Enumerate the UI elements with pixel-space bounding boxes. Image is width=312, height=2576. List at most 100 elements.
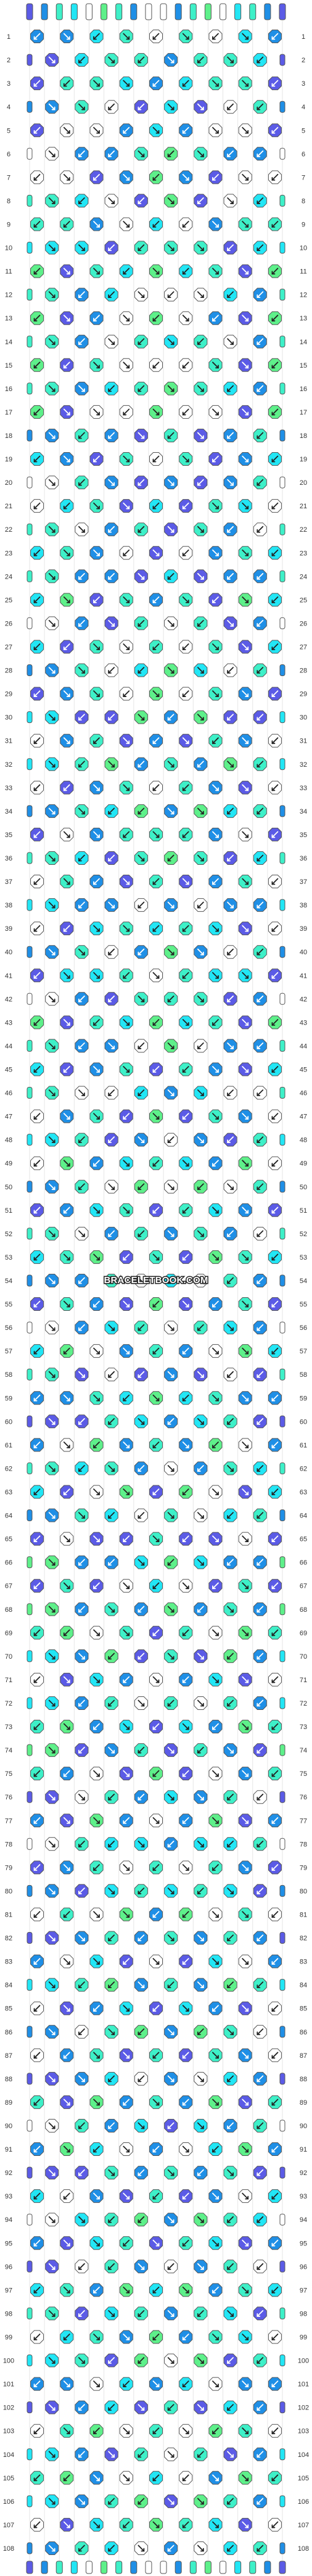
- knot-arrow-head: [126, 1914, 130, 1918]
- row-number: 37: [5, 878, 12, 886]
- knot-arrow: [182, 1488, 189, 1495]
- knot-arrow-head: [245, 928, 249, 932]
- knot-arrow-head: [182, 224, 186, 228]
- knot-arrow: [152, 1958, 160, 1965]
- knot-arrow: [242, 2380, 249, 2387]
- knot-arrow-head: [138, 2219, 142, 2223]
- knot-arrow: [152, 2334, 160, 2340]
- knot-arrow: [152, 33, 160, 40]
- knot-arrow: [33, 878, 41, 885]
- knot-arrow-head: [200, 670, 204, 674]
- knot-arrow: [271, 2005, 279, 2012]
- knot-arrow: [138, 2545, 145, 2552]
- knot-arrow-head: [257, 764, 261, 768]
- knot-arrow-head: [271, 176, 276, 181]
- knot-arrow: [108, 479, 115, 486]
- knot-arrow-head: [245, 505, 249, 510]
- knot-arrow: [242, 1488, 249, 1495]
- knot-arrow-head: [167, 1562, 171, 1566]
- knot-arrow-head: [96, 2524, 100, 2529]
- knot-arrow-head: [81, 106, 85, 110]
- knot-arrow: [138, 1981, 145, 1989]
- knot-arrow: [257, 1230, 264, 1237]
- knot-arrow-head: [33, 411, 38, 416]
- knot-arrow: [227, 150, 234, 157]
- row-number: 43: [300, 1019, 307, 1026]
- knot-arrow-head: [78, 2172, 82, 2176]
- knot-arrow: [108, 2404, 115, 2411]
- knot-arrow: [257, 103, 264, 110]
- knot-arrow: [93, 33, 100, 40]
- knot-arrow: [152, 596, 160, 603]
- knot-arrow: [242, 1676, 249, 1683]
- string-end: [160, 3, 167, 20]
- knot-arrow-head: [245, 1303, 249, 1308]
- knot-arrow: [138, 1042, 145, 1049]
- knot-arrow: [212, 1817, 219, 1824]
- knot-arrow-head: [197, 623, 201, 627]
- knot-arrow: [167, 103, 174, 110]
- knot-arrow-head: [230, 482, 234, 486]
- knot-arrow-head: [138, 1092, 142, 1096]
- row-number: 107: [3, 2522, 14, 2529]
- knot-arrow: [152, 2286, 160, 2293]
- knot-arrow: [227, 244, 234, 251]
- knot-arrow-head: [66, 130, 70, 134]
- knot-arrow-head: [155, 693, 160, 697]
- knot-arrow: [212, 80, 219, 87]
- knot-arrow: [197, 1277, 204, 1284]
- knot-arrow: [48, 526, 55, 533]
- string-end: [220, 2561, 227, 2574]
- knot-arrow-head: [155, 552, 160, 556]
- edge-knot: [279, 2026, 285, 2038]
- knot-arrow-head: [227, 811, 231, 815]
- knot-arrow: [123, 221, 130, 228]
- knot-arrow: [63, 2427, 70, 2435]
- knot-arrow: [271, 1018, 279, 1026]
- knot-arrow-head: [215, 975, 219, 979]
- knot-arrow-head: [33, 1726, 38, 1730]
- knot-arrow-head: [66, 1116, 70, 1120]
- knot-grid: [27, 30, 285, 2555]
- knot-arrow-head: [78, 998, 82, 1002]
- knot-arrow-head: [212, 2289, 216, 2293]
- knot-arrow: [242, 1535, 249, 1542]
- knot-arrow-head: [78, 1891, 82, 1894]
- knot-arrow-head: [155, 1397, 160, 1402]
- knot-arrow: [212, 2052, 219, 2059]
- knot-arrow: [152, 2192, 160, 2200]
- knot-arrow: [227, 620, 234, 627]
- knot-arrow-head: [200, 247, 204, 251]
- knot-arrow: [108, 2357, 115, 2364]
- knot-arrow: [167, 197, 174, 204]
- knot-arrow: [242, 2427, 249, 2435]
- knot-arrow: [242, 408, 249, 416]
- edge-knot: [27, 1321, 33, 1334]
- knot-arrow-head: [257, 294, 261, 299]
- knot-arrow: [108, 2216, 115, 2223]
- knot-arrow: [78, 291, 85, 299]
- row-number: 8: [302, 197, 305, 205]
- knot-arrow-head: [126, 365, 130, 369]
- knot-arrow-head: [170, 2360, 174, 2364]
- row-number: 43: [5, 1019, 12, 1026]
- knot-arrow-head: [271, 975, 276, 979]
- knot-arrow: [108, 2498, 115, 2505]
- knot-arrow: [197, 1934, 204, 1941]
- knot-arrow: [271, 643, 279, 650]
- edge-knot: [279, 2120, 285, 2132]
- knot-arrow: [138, 995, 145, 1002]
- knot-arrow: [167, 2404, 174, 2411]
- row-number: 108: [3, 2545, 14, 2553]
- knot-arrow-head: [152, 2149, 157, 2153]
- knot-arrow-head: [33, 646, 38, 650]
- knot-arrow-head: [138, 247, 142, 251]
- knot-arrow: [123, 268, 130, 275]
- knot-arrow-head: [126, 1632, 130, 1637]
- knot-arrow: [227, 1746, 234, 1754]
- knot-arrow: [33, 1066, 41, 1073]
- row-number: 50: [5, 1184, 12, 1191]
- knot-arrow: [33, 2427, 41, 2435]
- knot-arrow-head: [170, 1891, 174, 1894]
- row-number: 30: [300, 714, 307, 722]
